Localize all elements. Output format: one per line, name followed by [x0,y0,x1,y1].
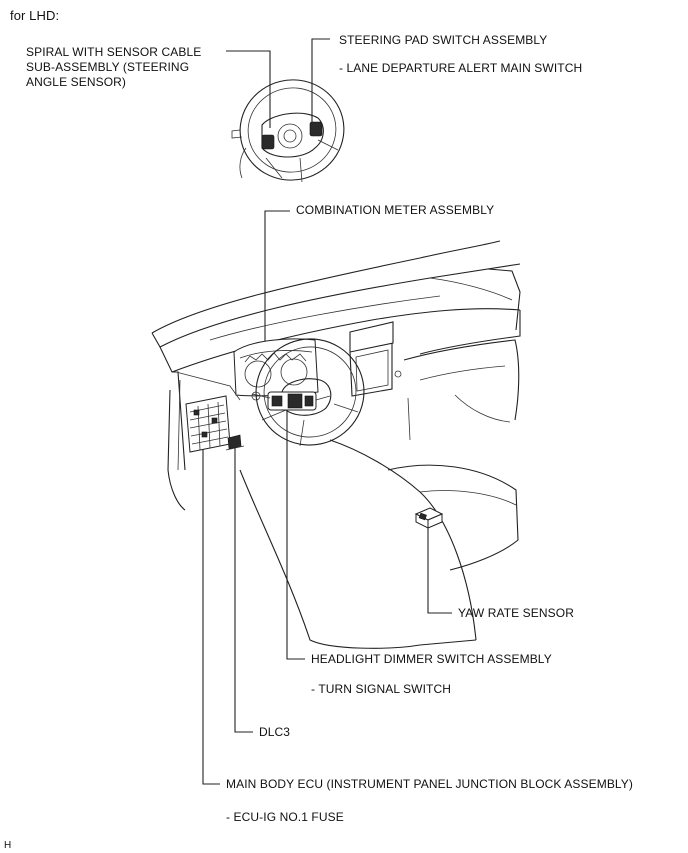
steering-wheel-inset [231,79,345,183]
leader-spiral-cable [226,50,271,128]
label-turn-signal-switch: - TURN SIGNAL SWITCH [311,682,452,696]
leader-steering-pad [311,38,330,127]
label-lane-departure-switch: - LANE DEPARTURE ALERT MAIN SWITCH [339,61,583,75]
label-combination-meter: COMBINATION METER ASSEMBLY [296,203,495,217]
leader-yaw-rate [427,525,452,614]
combination-switch [251,391,331,411]
label-spiral-cable: SPIRAL WITH SENSOR CABLE SUB-ASSEMBLY (S… [26,45,202,89]
label-main-body-ecu: MAIN BODY ECU (INSTRUMENT PANEL JUNCTION… [226,777,634,791]
leader-dlc3 [234,445,253,733]
main-body-ecu [185,395,231,453]
label-yaw-rate-sensor: YAW RATE SENSOR [458,606,574,620]
leader-main-body-ecu [202,445,220,785]
leader-headlight-dimmer [286,405,305,660]
leader-lines [202,38,452,785]
yaw-rate-sensor [414,507,444,529]
diagram-title: for LHD: [10,8,60,23]
dlc3-connector [225,434,245,451]
dashboard-outline [151,240,521,649]
label-headlight-dimmer-switch: HEADLIGHT DIMMER SWITCH ASSEMBLY [311,652,552,666]
label-steering-pad-switch: STEERING PAD SWITCH ASSEMBLY [339,33,548,47]
steering-wheel [255,338,365,447]
label-dlc3: DLC3 [259,725,291,739]
label-ecu-ig-fuse: - ECU-IG NO.1 FUSE [226,810,344,824]
figure-code: H [4,840,12,851]
combination-meter [233,338,319,397]
leader-combination-meter [264,210,290,350]
